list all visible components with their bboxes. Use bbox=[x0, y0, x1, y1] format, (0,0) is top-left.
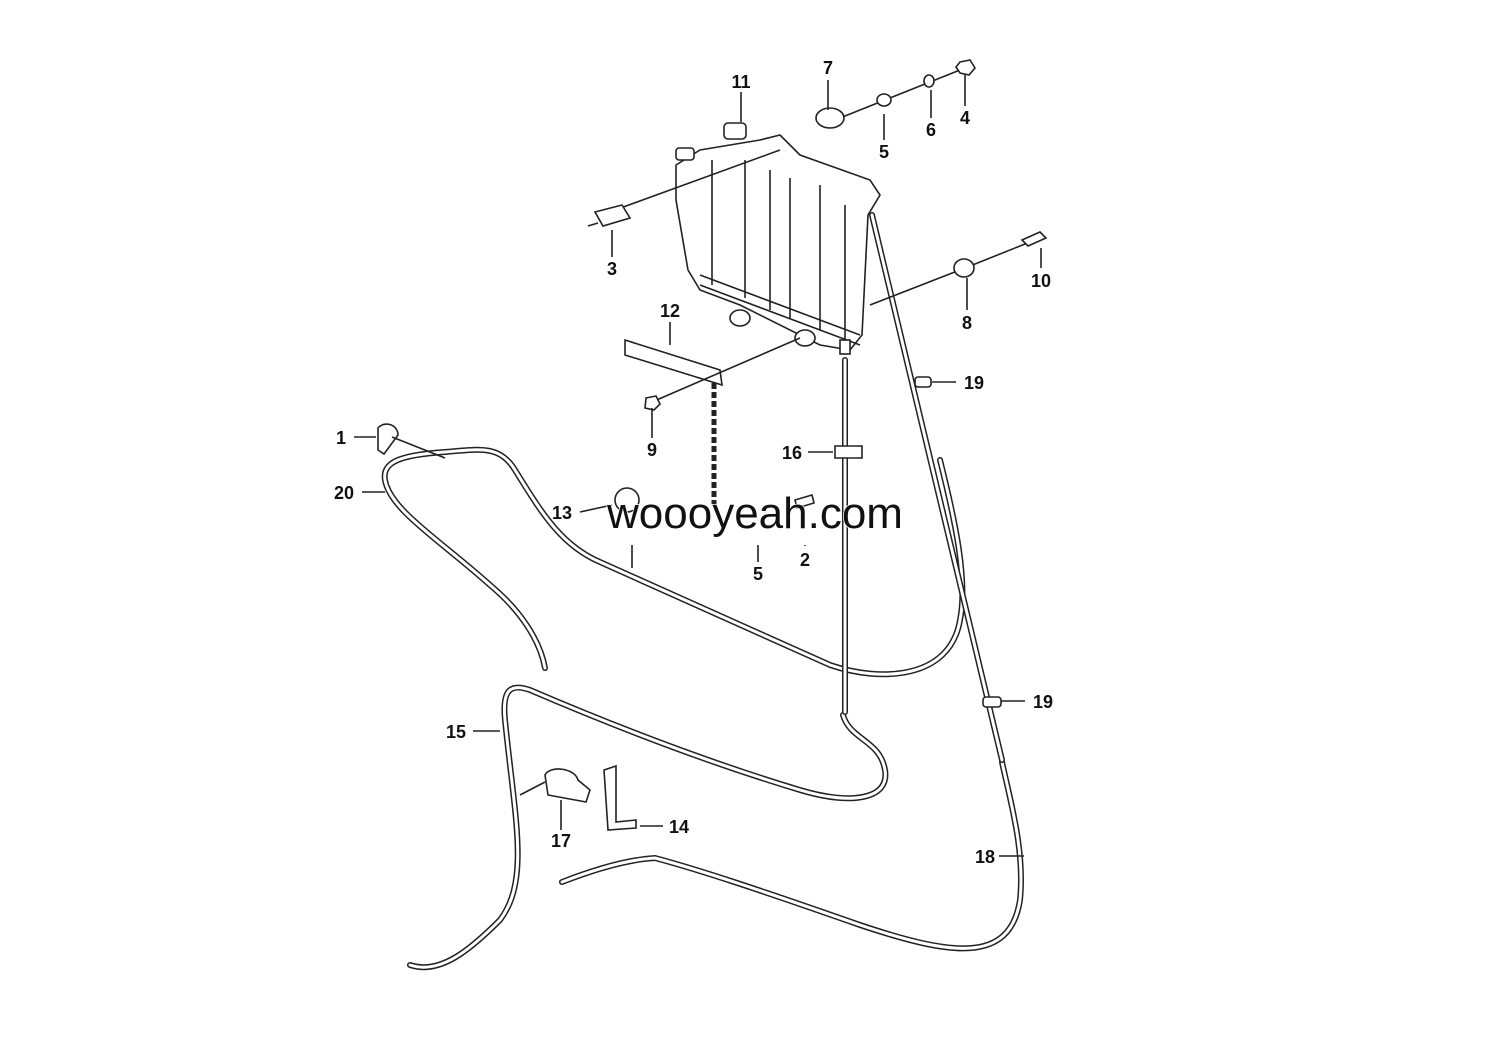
callout-5-lower: 5 bbox=[753, 564, 763, 584]
callout-11: 11 bbox=[731, 72, 750, 92]
callout-4: 4 bbox=[960, 108, 970, 128]
callout-8: 8 bbox=[962, 313, 972, 333]
coolant-tank bbox=[675, 122, 881, 355]
callout-13: 13 bbox=[552, 503, 572, 523]
callout-6: 6 bbox=[926, 120, 936, 140]
callout-2: 2 bbox=[800, 550, 810, 570]
leader-lines bbox=[354, 75, 1042, 857]
callout-1: 1 bbox=[336, 428, 346, 448]
grommet-13 bbox=[614, 487, 640, 513]
callout-7: 7 bbox=[823, 58, 833, 78]
overflow-tube bbox=[869, 212, 1005, 763]
callout-10: 10 bbox=[1031, 271, 1051, 291]
callout-18: 18 bbox=[975, 847, 995, 867]
hardware bbox=[377, 59, 1048, 831]
callout-labels: 1 2 3 4 5 6 7 8 9 10 11 12 13 14 15 16 1… bbox=[334, 58, 1053, 867]
callout-16: 16 bbox=[782, 443, 802, 463]
sensor-3 bbox=[593, 204, 632, 227]
clamp-17 bbox=[544, 768, 591, 803]
bracket-14 bbox=[603, 764, 637, 831]
hose-15 bbox=[407, 684, 889, 971]
bracket-12 bbox=[624, 338, 723, 387]
hose-18 bbox=[559, 759, 1024, 952]
watermark: woooyeah.com bbox=[606, 489, 903, 538]
callout-3: 3 bbox=[607, 259, 617, 279]
clamp-16 bbox=[834, 445, 863, 459]
callout-5: 5 bbox=[879, 142, 889, 162]
hose-20 bbox=[381, 446, 966, 678]
callout-20: 20 bbox=[334, 483, 354, 503]
filler-cap-11 bbox=[723, 122, 747, 140]
callout-17: 17 bbox=[551, 831, 571, 851]
callout-15: 15 bbox=[446, 722, 466, 742]
clip-1 bbox=[377, 423, 399, 456]
callout-19-lower: 19 bbox=[1033, 692, 1053, 712]
callout-19: 19 bbox=[964, 373, 984, 393]
washer-7 bbox=[815, 107, 845, 129]
callout-12: 12 bbox=[660, 301, 680, 321]
callout-9: 9 bbox=[647, 440, 657, 460]
callout-14: 14 bbox=[669, 817, 689, 837]
filler-cap-small bbox=[675, 147, 695, 161]
